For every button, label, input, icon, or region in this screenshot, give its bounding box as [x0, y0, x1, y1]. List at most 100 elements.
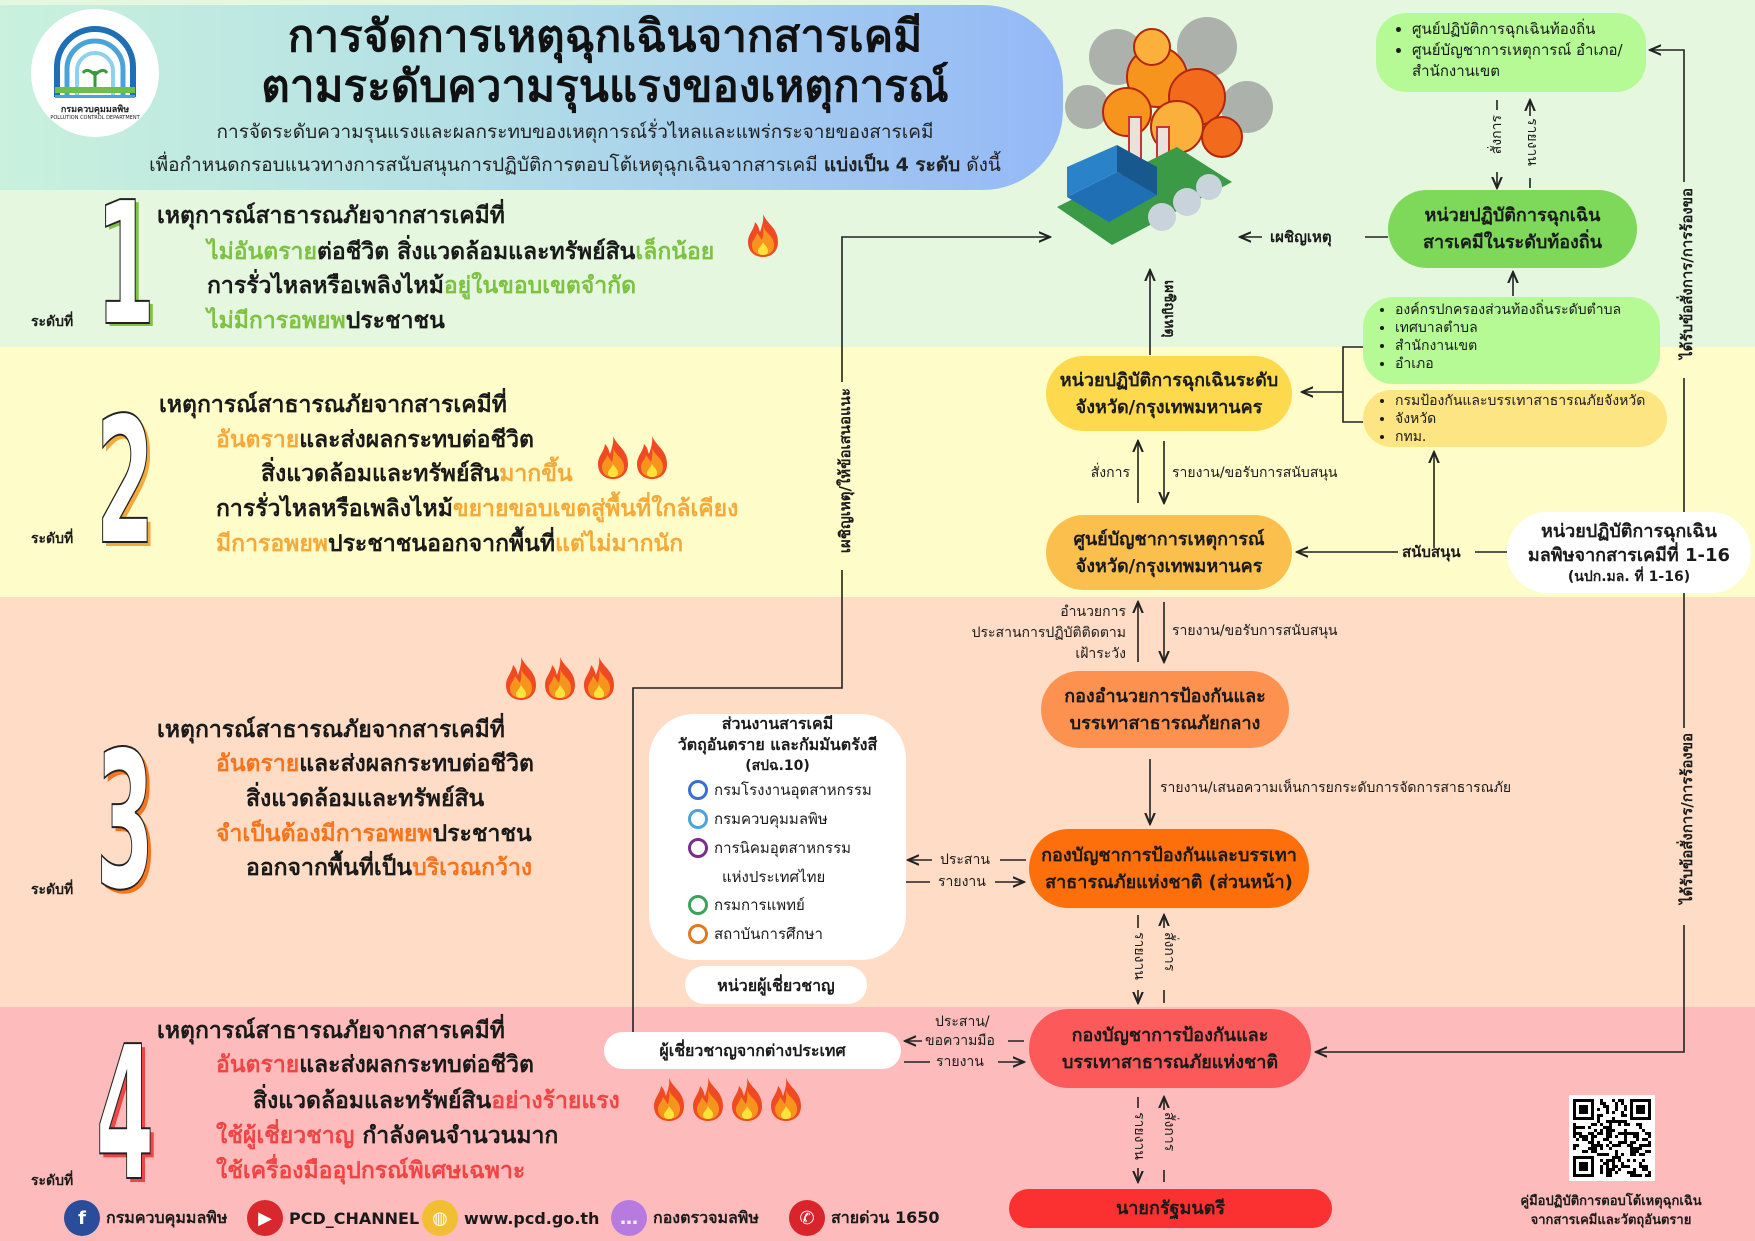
highlight-text: ไม่อันตราย	[207, 239, 317, 265]
footer-text: www.pcd.go.th	[464, 1208, 600, 1228]
label-report-local: รายงาน	[1524, 118, 1540, 166]
level-3-line: จำเป็นต้องมีการอพยพประชาชน	[216, 818, 532, 850]
level-2-line: สิ่งแวดล้อมและทรัพย์สินมากขึ้น	[261, 458, 573, 490]
highlight-text: อันตราย	[216, 427, 300, 453]
agency-name: แห่งประเทศไทย	[722, 868, 826, 886]
agency-logo-icon	[688, 924, 708, 944]
local-orgs-box: องค์กรปกครองส่วนท้องถิ่นระดับตำบลเทศบาลต…	[1363, 297, 1660, 384]
line-text: การรั่วไหลหรือเพลิงไหม้	[207, 273, 444, 299]
chat-icon: …	[611, 1200, 647, 1236]
level-4-line: ใช้ผู้เชี่ยวชาญ กำลังคนจำนวนมาก	[216, 1120, 558, 1152]
highlight-text: อันตราย	[216, 1052, 300, 1078]
youtube-icon: ▶	[247, 1200, 283, 1236]
agency-name: กรมควบคุมมลพิษ	[714, 810, 828, 828]
agency-item: กรมควบคุมมลพิษ	[688, 809, 828, 829]
level-2-line: อันตรายและส่งผลกระทบต่อชีวิต	[216, 424, 534, 456]
box-line: หน่วยปฏิบัติการฉุกเฉิน	[1540, 520, 1717, 542]
label-support: สนับสนุน	[1402, 543, 1461, 561]
box-line: สาธารณภัยแห่งชาติ (ส่วนหน้า)	[1045, 871, 1293, 893]
box-line: จังหวัด/กรุงเทพมหานคร	[1075, 396, 1263, 418]
pcd-emergency-units[interactable]: หน่วยปฏิบัติการฉุกเฉินมลพิษจากสารเคมีที่…	[1507, 512, 1751, 593]
line-text: กำลังคนจำนวนมาก	[354, 1123, 559, 1149]
highlight-text: มีการอพยพ	[216, 531, 328, 557]
level-1-number: 1	[95, 166, 156, 364]
chem-section-code: (สปฉ.10)	[745, 758, 810, 774]
level-1-line: ไม่อันตรายต่อชีวิต สิ่งแวดล้อมและทรัพย์ส…	[207, 236, 714, 268]
line-text: สิ่งแวดล้อมและทรัพย์สิน	[253, 1088, 492, 1114]
list-item: กทม.	[1395, 428, 1655, 446]
box-line: มลพิษจากสารเคมีที่ 1-16	[1527, 544, 1731, 566]
label-ask-help: ขอความมือ	[925, 1033, 995, 1049]
province-command-center[interactable]: ศูนย์บัญชาการเหตุการณ์จังหวัด/กรุงเทพมหา…	[1046, 515, 1292, 590]
footer-youtube[interactable]: ▶ PCD_CHANNEL	[247, 1200, 419, 1236]
line-text: และส่งผลกระทบต่อชีวิต	[299, 1052, 534, 1078]
footer-chat[interactable]: … กองตรวจมลพิษ	[611, 1200, 759, 1236]
footer-text: สายด่วน 1650	[831, 1207, 940, 1227]
flame-icon	[633, 434, 671, 480]
footer-text: กองตรวจมลพิษ	[653, 1207, 759, 1227]
flame-icon	[767, 1076, 805, 1122]
line-text: และส่งผลกระทบต่อชีวิต	[299, 427, 534, 453]
highlight-text: เล็กน้อย	[635, 239, 715, 265]
foreign-experts[interactable]: ผู้เชี่ยวชาญจากต่างประเทศ	[604, 1032, 901, 1069]
qr-code[interactable]	[1569, 1095, 1655, 1181]
box-line: ศูนย์บัญชาการเหตุการณ์	[1073, 528, 1265, 550]
label-direct: อำนวยการ	[1060, 604, 1126, 620]
national-disaster-command[interactable]: กองบัญชาการป้องกันและบรรเทาสาธารณภัยแห่ง…	[1029, 1009, 1311, 1088]
level-1-label: ระดับที่	[31, 314, 74, 330]
level-4-line: ใช้เครื่องมืออุปกรณ์พิเศษเฉพาะ	[216, 1155, 525, 1187]
subtitle-bold: แบ่งเป็น 4 ระดับ	[823, 154, 961, 176]
local-emergency-unit[interactable]: หน่วยปฏิบัติการฉุกเฉินสารเคมีในระดับท้อง…	[1388, 190, 1637, 268]
agency-logo-icon	[688, 838, 708, 858]
level-3-line: ออกจากพื้นที่เป็นบริเวณกว้าง	[246, 852, 532, 884]
box-line: ผู้เชี่ยวชาญจากต่างประเทศ	[659, 1041, 846, 1060]
flame-icon	[594, 434, 632, 480]
footer-hotline[interactable]: ✆สายด่วน 1650	[789, 1200, 940, 1236]
label-command-province: สั่งการ	[1090, 465, 1130, 481]
label-report-national: รายงาน	[1131, 932, 1147, 980]
level-2-line: มีการอพยพประชาชนออกจากพื้นที่แต่ไม่มากนั…	[216, 528, 683, 560]
box-line: หน่วยผู้เชี่ยวชาญ	[717, 975, 835, 995]
label-respond-advise: เผชิญเหตุ/ให้ข้อเสนอแนะ	[836, 388, 854, 554]
line-text: ประชาชนออกจากพื้นที่	[327, 531, 556, 557]
logo-text-en: POLLUTION CONTROL DEPARTMENT	[50, 115, 140, 121]
agency-item: การนิคมอุตสาหกรรม	[688, 838, 851, 858]
footer-text: PCD_CHANNEL	[289, 1208, 420, 1228]
province-emergency-unit[interactable]: หน่วยปฏิบัติการฉุกเฉินระดับจังหวัด/กรุงเ…	[1046, 356, 1292, 431]
line-text: ประชาชน	[432, 821, 532, 847]
title-line-1: การจัดการเหตุฉุกเฉินจากสารเคมี	[287, 11, 923, 62]
highlight-text: แต่ไม่มากนัก	[555, 531, 684, 557]
box-line: บรรเทาสาธารณภัยแห่งชาติ	[1061, 1051, 1279, 1073]
agency-item: สถาบันการศึกษา	[688, 924, 823, 944]
box-line: จังหวัด/กรุงเทพมหานคร	[1075, 555, 1263, 577]
level-3-heading: เหตุการณ์สาธารณภัยจากสารเคมีที่	[157, 717, 505, 743]
label-receive-orders-top: ได้รับข้อสั่งการ/การร้องขอ	[1678, 188, 1696, 359]
flame-icon	[650, 1076, 688, 1122]
provincial-orgs-box: กรมป้องกันและบรรเทาสาธารณภัยจังหวัดจังหว…	[1363, 390, 1667, 447]
highlight-text: ไม่มีการอพยพ	[207, 308, 346, 334]
line-text: สิ่งแวดล้อมและทรัพย์สิน	[261, 461, 500, 487]
agency-item: กรมการแพทย์	[688, 895, 805, 915]
prime-minister[interactable]: นายกรัฐมนตรี	[1009, 1189, 1332, 1228]
national-forward-command[interactable]: กองบัญชาการป้องกันและบรรเทาสาธารณภัยแห่ง…	[1029, 829, 1309, 908]
tank-icon	[1148, 203, 1176, 231]
label-receive-orders-bottom: ได้รับข้อสั่งการ/การร้องขอ	[1678, 733, 1696, 904]
flame-icon	[728, 1076, 766, 1122]
box-line: บรรเทาสาธารณภัยกลาง	[1069, 712, 1261, 734]
title-line-2: ตามระดับความรุนแรงของเหตุการณ์	[261, 61, 949, 112]
expert-unit[interactable]: หน่วยผู้เชี่ยวชาญ	[685, 966, 867, 1004]
highlight-text: จำเป็นต้องมีการอพยพ	[216, 821, 433, 847]
level-4-line: อันตรายและส่งผลกระทบต่อชีวิต	[216, 1049, 534, 1081]
line-text: การรั่วไหลหรือเพลิงไหม้	[216, 496, 453, 522]
agency-name: กรมโรงงานอุตสาหกรรม	[714, 781, 872, 799]
label-respond-province: เผชิญเหตุ	[1161, 280, 1177, 338]
central-disaster-directorate[interactable]: กองอำนวยการป้องกันและบรรเทาสาธารณภัยกลาง	[1041, 671, 1289, 748]
label-coordinate: ประสาน	[940, 852, 990, 868]
line-text: และส่งผลกระทบต่อชีวิต	[299, 751, 534, 777]
footer-website[interactable]: ◍www.pcd.go.th	[422, 1200, 599, 1236]
list-item: อำเภอ	[1395, 355, 1648, 373]
level-4-line: สิ่งแวดล้อมและทรัพย์สินอย่างร้ายแรง	[253, 1085, 620, 1117]
label-command-forward: สั่งการ	[1161, 932, 1177, 972]
